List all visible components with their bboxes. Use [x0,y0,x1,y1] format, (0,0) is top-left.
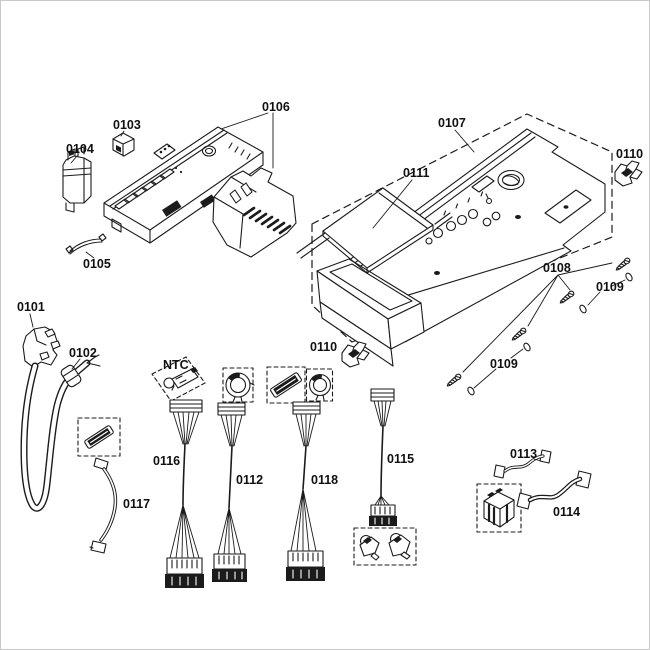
part-0103-connector-block [112,132,135,157]
stacked-switch-icon [483,488,515,528]
part-label-0114: 0114 [553,505,580,519]
part-label-0109-lower: 0109 [490,357,518,371]
part-0117-group [77,417,121,554]
part-label-0112: 0112 [236,473,263,487]
part-label-ntc: NTC [163,358,189,372]
part-label-0108: 0108 [543,261,571,275]
part-0110-clip-left [341,341,370,368]
pressure-switch-icon [225,372,255,403]
part-label-0118: 0118 [311,473,338,487]
part-label-0106: 0106 [262,100,290,114]
part-0112-harness [212,367,255,582]
solenoid-valve-icon [359,534,380,561]
dashed-box-0112 [222,367,254,403]
dashed-box-0117 [77,417,121,457]
part-0102-cord-clamp [60,364,82,388]
part-label-0116: 0116 [153,454,180,468]
panel-buttons-icon [425,191,501,245]
part-0116-harness [151,356,206,588]
part-0114-cable [476,470,592,533]
program-knob-icon [497,169,525,191]
part-0106-module-housing [212,167,297,258]
part-0107-control-panel [332,128,606,343]
part-label-0105: 0105 [83,257,111,271]
part-0101-power-cord [20,326,101,512]
display-window-icon [471,175,495,205]
ntc-sensor-icon [163,367,199,391]
dashed-box-valves [353,527,417,566]
part-label-0111: 0111 [403,166,429,180]
part-label-0117: 0117 [123,497,150,511]
part-label-0109-upper: 0109 [596,280,624,294]
part-0118-harness [266,366,334,581]
part-label-0101: 0101 [17,300,45,314]
detergent-drawer-front [316,258,425,367]
solenoid-valve-icon [388,532,411,560]
part-label-0104: 0104 [66,142,94,156]
panel-dashed-outline [311,113,613,343]
part-0106-control-module [103,126,264,244]
dashed-box-switch [476,483,522,533]
part-0113-cable [493,449,552,479]
part-label-0107: 0107 [438,116,466,130]
part-label-0110-left: 0110 [310,340,337,354]
dashed-box-0118-a [266,366,306,404]
part-0109-washers [467,272,633,396]
part-0104-suppressor [62,146,92,213]
part-0115-harness [353,388,417,566]
switch-icon [308,373,332,401]
part-label-0102: 0102 [69,346,97,360]
part-0110-clip-right [614,160,643,187]
part-label-0113: 0113 [510,447,537,461]
part-0111-panel-plate [296,187,453,274]
part-label-0115: 0115 [387,452,414,466]
heater-element-icon [270,372,302,398]
dashed-box-0118-b [305,368,334,402]
dashed-box-ntc [151,356,206,402]
labels-layer: 0101 0102 0103 0104 0105 0106 0107 0108 … [17,100,643,519]
part-0105-jumper-wire [65,233,107,255]
part-label-0110-right: 0110 [616,147,643,161]
part-label-0103: 0103 [113,118,141,132]
leader-lines [29,112,626,462]
